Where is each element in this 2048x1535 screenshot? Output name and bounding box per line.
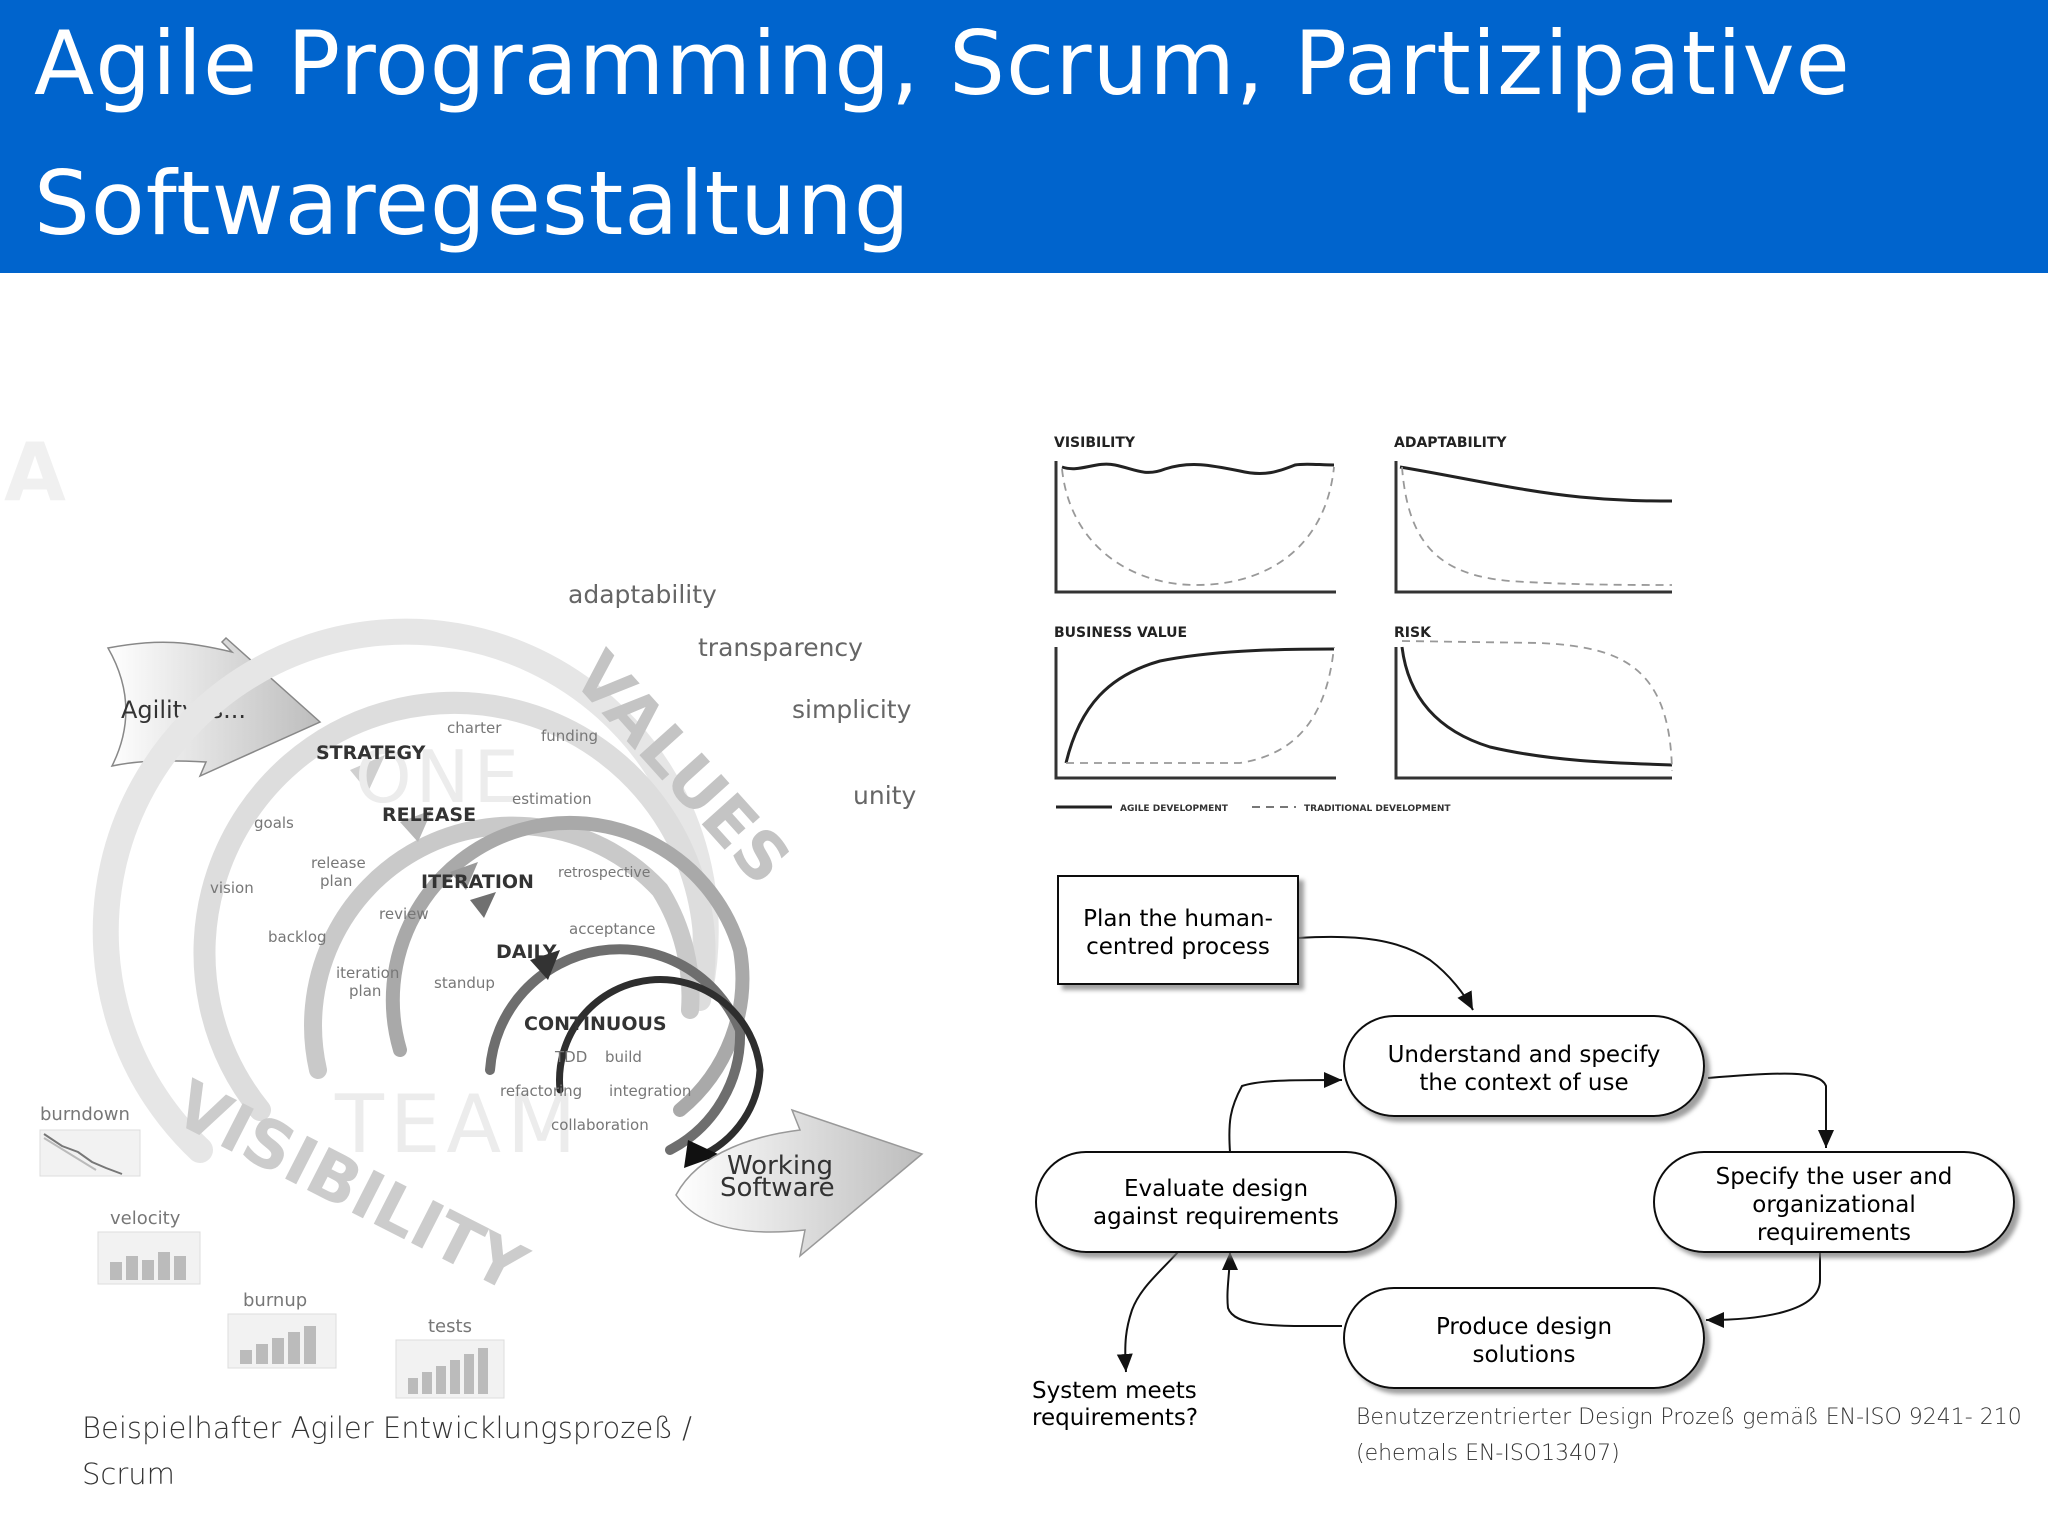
arrow-understand-to-specify	[1707, 1072, 1834, 1148]
level-strategy: STRATEGY	[316, 742, 426, 764]
plan-label-2: centred process	[1086, 934, 1270, 960]
practice-estimation: estimation	[512, 790, 592, 808]
tests-chart-icon	[395, 1339, 505, 1399]
practice-build: build	[605, 1048, 642, 1066]
agile-vs-traditional-charts: VISIBILITY ADAPTABILITY BUSINESS VALUE R…	[1054, 435, 1673, 814]
slide-title-line-1: Agile Programming, Scrum, Partizipative	[34, 12, 1851, 115]
practice-integration: integration	[609, 1082, 691, 1100]
meets-label-1: System meets	[1032, 1378, 1197, 1404]
metric-burndown: burndown	[40, 1104, 130, 1125]
agile-caption-line-2: Scrum	[82, 1457, 175, 1491]
level-iteration: ITERATION	[421, 871, 534, 893]
panel-visibility-title: VISIBILITY	[1054, 435, 1136, 451]
burnup-chart-icon	[227, 1313, 337, 1369]
evaluate-label-2: against requirements	[1093, 1204, 1339, 1230]
practice-iteration-plan-2: plan	[349, 982, 381, 1000]
practice-funding: funding	[541, 727, 598, 745]
box-specify-requirements	[1653, 1151, 2015, 1253]
working-software-label-2: Software	[720, 1173, 835, 1203]
title-banner: Agile Programming, Scrum, Partizipative …	[0, 0, 2048, 273]
agile-caption: Beispielhafter Agiler Entwicklungsprozeß…	[82, 1405, 692, 1497]
panel-risk-axes	[1394, 647, 1672, 780]
meets-label-2: requirements?	[1032, 1405, 1198, 1431]
box-evaluate-design	[1035, 1151, 1397, 1253]
panel-visibility-axes	[1054, 461, 1336, 594]
practice-review: review	[379, 905, 429, 923]
practice-refactoring: refactoring	[500, 1082, 582, 1100]
box-understand-context	[1343, 1015, 1705, 1117]
business-value-traditional-line	[1066, 646, 1335, 764]
specify-label-3: requirements	[1757, 1220, 1911, 1246]
practice-charter: charter	[447, 719, 502, 737]
risk-agile-line	[1400, 646, 1673, 767]
practice-release-plan-1: release	[311, 854, 366, 872]
arrow-evaluate-to-meets	[1116, 1251, 1179, 1373]
adaptability-agile-line	[1399, 465, 1673, 503]
level-release: RELEASE	[382, 804, 476, 826]
practice-retrospective: retrospective	[558, 865, 650, 881]
one-watermark: ONE	[355, 735, 523, 819]
value-unity: unity	[853, 781, 916, 810]
value-simplicity: simplicity	[792, 695, 912, 724]
visibility-agile-line	[1061, 462, 1335, 475]
agile-process-figure: A Agility is... ONE TEAM VALUES VISIBILI…	[4, 430, 924, 1399]
svg-text:A: A	[4, 430, 66, 519]
understand-label-2: the context of use	[1419, 1070, 1628, 1096]
value-adaptability: adaptability	[568, 580, 717, 609]
panel-business-value-title: BUSINESS VALUE	[1054, 625, 1187, 641]
practice-backlog: backlog	[268, 928, 327, 946]
arrow-evaluate-to-understand	[1228, 1072, 1343, 1153]
team-watermark: TEAM	[334, 1078, 582, 1171]
velocity-chart-icon	[97, 1231, 201, 1285]
value-transparency: transparency	[698, 633, 863, 662]
hcd-caption-line-2: (ehemals EN-ISO13407)	[1356, 1441, 1620, 1466]
legend-traditional-label: TRADITIONAL DEVELOPMENT	[1304, 804, 1451, 814]
practice-tdd: TDD	[554, 1048, 587, 1066]
practice-standup: standup	[434, 974, 495, 992]
visibility-traditional-line	[1061, 466, 1335, 586]
evaluate-label-1: Evaluate design	[1124, 1176, 1308, 1202]
burndown-chart-icon	[39, 1129, 141, 1177]
box-plan-process	[1057, 875, 1299, 985]
hcd-caption: Benutzerzentrierter Design Prozeß gemäß …	[1356, 1400, 2022, 1472]
practice-vision: vision	[210, 879, 254, 897]
practice-goals: goals	[254, 814, 294, 832]
produce-label-1: Produce design	[1436, 1314, 1612, 1340]
level-continuous: CONTINUOUS	[524, 1013, 667, 1035]
hcd-process-diagram: Plan the human- centred process Understa…	[1032, 875, 2015, 1431]
produce-label-2: solutions	[1472, 1342, 1575, 1368]
practice-acceptance: acceptance	[569, 920, 656, 938]
panel-risk-title: RISK	[1394, 625, 1432, 641]
practice-iteration-plan-1: iteration	[336, 964, 399, 982]
practice-release-plan-2: plan	[320, 872, 352, 890]
plan-label-1: Plan the human-	[1083, 906, 1273, 932]
panel-adaptability-axes	[1394, 461, 1672, 594]
working-software-label-1: Working	[727, 1151, 833, 1181]
legend-agile-label: AGILE DEVELOPMENT	[1120, 804, 1229, 814]
understand-label-1: Understand and specify	[1388, 1042, 1661, 1068]
agile-caption-line-1: Beispielhafter Agiler Entwicklungsprozeß…	[82, 1411, 692, 1445]
arrow-produce-to-evaluate	[1221, 1251, 1343, 1328]
slide-title-line-2: Softwaregestaltung	[34, 152, 911, 255]
arrow-plan-to-understand	[1297, 935, 1474, 1011]
specify-label-2: organizational	[1752, 1192, 1916, 1218]
metric-velocity: velocity	[110, 1208, 181, 1229]
business-value-agile-line	[1064, 647, 1335, 764]
box-produce-design	[1343, 1287, 1705, 1389]
panel-adaptability-title: ADAPTABILITY	[1394, 435, 1507, 451]
metric-tests: tests	[428, 1316, 472, 1337]
level-daily: DAILY	[496, 941, 557, 963]
specify-label-1: Specify the user and	[1716, 1164, 1953, 1190]
hcd-caption-line-1: Benutzerzentrierter Design Prozeß gemäß …	[1356, 1405, 2022, 1430]
panel-business-value-axes	[1054, 647, 1336, 780]
arrow-specify-to-produce	[1705, 1252, 1821, 1328]
metric-burnup: burnup	[243, 1290, 307, 1311]
adaptability-traditional-line	[1401, 466, 1673, 586]
practice-collaboration: collaboration	[551, 1116, 649, 1134]
risk-traditional-line	[1401, 640, 1673, 772]
